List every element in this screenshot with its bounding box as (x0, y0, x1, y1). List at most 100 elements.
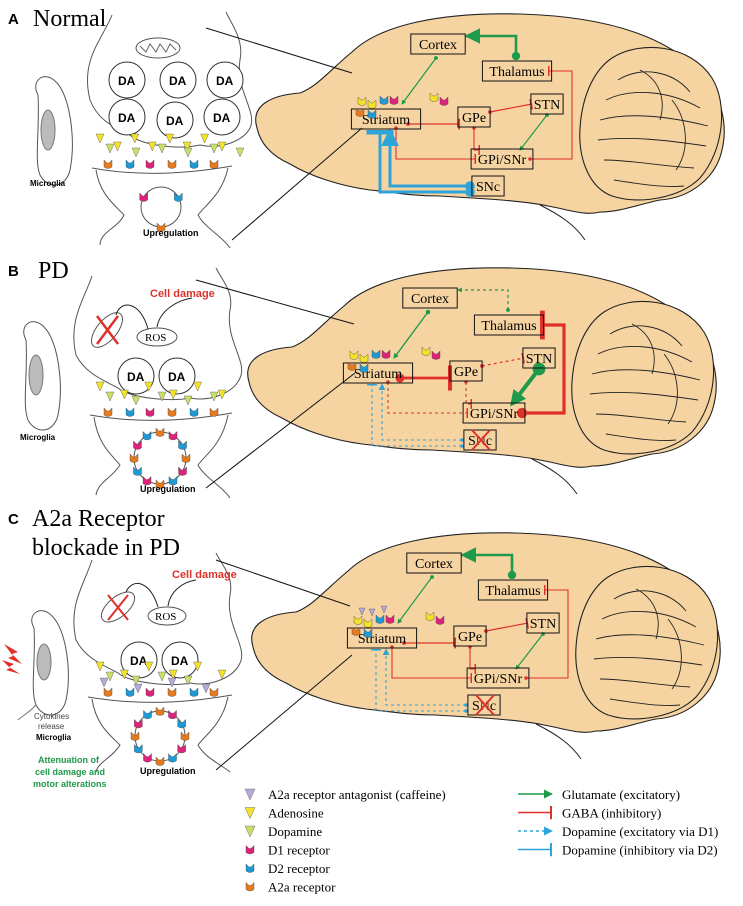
da-label: DA (169, 74, 187, 88)
thalamus-cortex-arrow (464, 28, 521, 61)
gpe-label: GPe (462, 111, 486, 126)
receptor-glyph (181, 453, 191, 463)
molecule-glyph (95, 661, 105, 672)
gpe-stn-arrow (488, 98, 534, 114)
da-vesicle (158, 357, 196, 395)
cortex-striatum-arrow (401, 56, 438, 105)
cerebellum-fold (639, 69, 663, 121)
thalamus-label: Thalamus (481, 319, 536, 334)
legend-symbol-item: Dopamine (244, 824, 322, 839)
ros-bubble (136, 327, 178, 347)
thalamus-label: Thalamus (489, 65, 544, 80)
legend-symbol-label: Adenosine (268, 806, 324, 821)
legend-symbol-item: D1 receptor (245, 843, 330, 858)
cerebellum-fold (613, 590, 687, 612)
cerebellum-fold (663, 353, 678, 425)
thalamus-cortex-arrow (460, 547, 517, 580)
receptor-glyph (359, 353, 369, 363)
molecule-glyph (157, 143, 167, 154)
cerebellum-fold (599, 678, 691, 688)
receptor-glyph (145, 159, 155, 169)
molecule-glyph (201, 683, 211, 694)
endocytic-vesicle (134, 710, 186, 762)
receptor-glyph (155, 756, 165, 766)
cerebellum-fold (617, 71, 691, 93)
legend-arrow-item: Dopamine (inhibitory via D2) (518, 843, 718, 858)
molecule-glyph (209, 143, 219, 154)
receptor-glyph (389, 95, 399, 105)
cerebellum-fold (601, 611, 697, 628)
mitochondrion-cross (96, 315, 119, 345)
molecule-glyph (144, 661, 154, 672)
receptor-glyph (168, 753, 177, 763)
legend-symbol-item: D2 receptor (245, 861, 330, 876)
microglia-label: Microglia (20, 433, 56, 442)
cerebellum-fold (635, 588, 659, 640)
stn-label: STN (526, 352, 552, 367)
receptor-glyph (367, 109, 377, 119)
gpi-box (466, 667, 530, 689)
receptor-glyph (143, 709, 152, 720)
molecule-glyph (183, 675, 193, 686)
microglia-nucleus (36, 643, 52, 681)
molecule-glyph (217, 669, 227, 680)
molecule-glyph (131, 675, 141, 686)
da-label: DA (118, 111, 136, 125)
cerebellum (571, 300, 715, 455)
legend: A2a receptor antagonist (caffeine)Adenos… (244, 787, 718, 895)
brainstem (535, 723, 582, 760)
receptor-glyph (167, 407, 177, 417)
molecule-glyph (200, 133, 209, 144)
da-label: DA (130, 654, 148, 668)
receptor-glyph (439, 96, 449, 106)
da-vesicle (156, 101, 194, 139)
receptor-glyph (156, 222, 166, 232)
postsynaptic-membrane (91, 165, 233, 174)
cerebellum-fold (605, 92, 701, 109)
legend-arrow-item: Glutamate (excitatory) (518, 787, 680, 802)
receptor-glyph (103, 159, 113, 169)
cerebellum-fold (593, 656, 703, 666)
receptor-glyph (349, 350, 359, 360)
zoom-connector-lines (195, 27, 363, 771)
da-vesicle (108, 98, 146, 136)
postsynaptic-membrane (87, 694, 233, 703)
receptor-glyph (168, 709, 177, 720)
cerebellum-fold (631, 323, 655, 375)
receptor-glyph (142, 476, 152, 486)
thalamus-box (481, 60, 553, 82)
molecule-glyph (244, 788, 256, 801)
cerebellum-fold (595, 634, 705, 646)
da-vesicle (161, 641, 199, 679)
legend-symbol-label: D2 receptor (268, 861, 330, 876)
molecule-glyph (193, 661, 202, 672)
da-vesicle (206, 61, 244, 99)
panel-b-molecules (95, 381, 227, 489)
panel-c-letter: C (8, 511, 19, 528)
striatum-box (342, 362, 414, 384)
gpe-box (457, 106, 491, 128)
legend-symbol-item: Adenosine (244, 806, 324, 821)
cytokines-label: Cytokines (34, 712, 69, 721)
gpi-label: GPi/SNr (478, 153, 527, 168)
legend-arrow-item: Dopamine (excitatory via D1) (518, 824, 718, 839)
cytokines-label: release (38, 722, 65, 731)
molecule-glyph (168, 389, 178, 400)
panel-c-molecules (95, 661, 227, 766)
molecule-glyph (380, 605, 388, 614)
da-label: DA (213, 111, 231, 125)
upregulation-label: Upregulation (140, 766, 196, 776)
cortex-striatum-arrow (393, 309, 431, 359)
lightning-icon (2, 644, 22, 674)
receptor-glyph (139, 192, 148, 202)
panel-b-title: PD (38, 258, 69, 284)
receptor-glyph (155, 479, 165, 489)
legend-arrow-label: GABA (inhibitory) (562, 806, 661, 821)
receptor-glyph (357, 96, 367, 106)
molecule-glyph (131, 147, 141, 158)
presynaptic-terminal (86, 11, 253, 148)
receptor-glyph (130, 731, 140, 741)
molecule-glyph (130, 133, 140, 144)
